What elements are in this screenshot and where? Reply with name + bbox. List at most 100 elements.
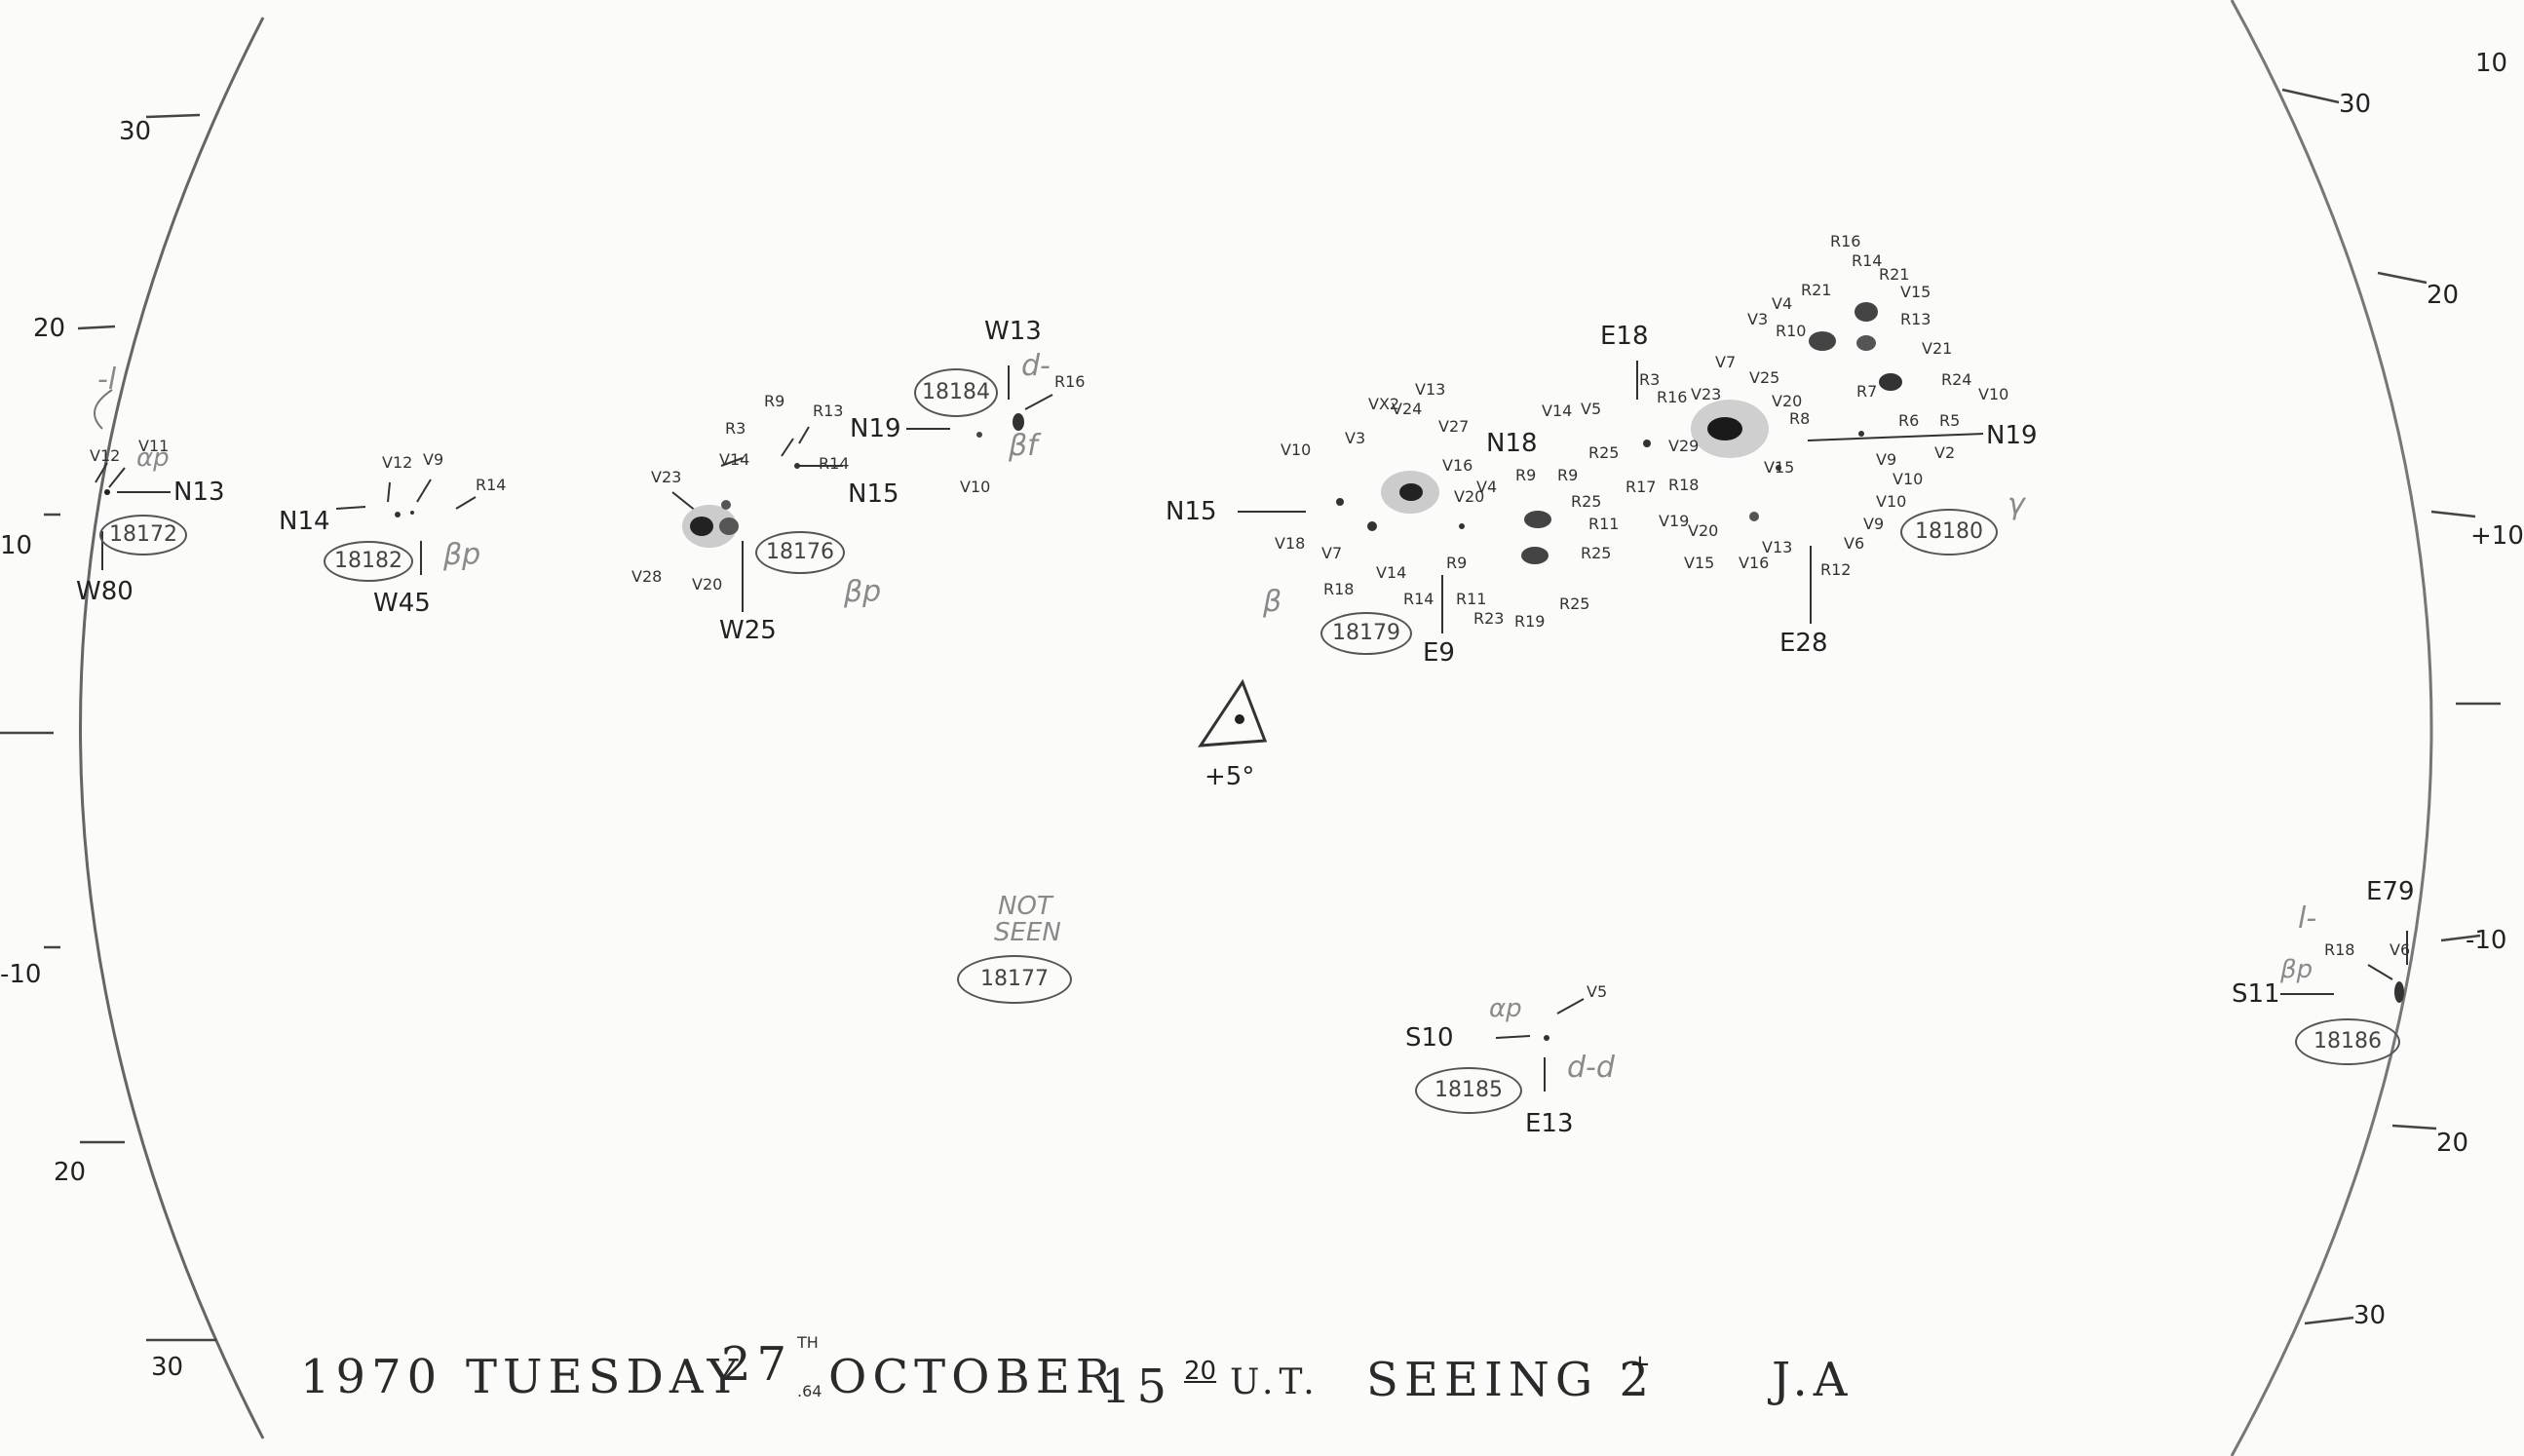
footer-day-suffix: TH [797, 1333, 819, 1352]
lat-label-20-left-south: 20 [54, 1158, 87, 1187]
region-18180-class: γ [2008, 487, 2025, 521]
spot-label: V12 [90, 446, 121, 465]
spot-label: R25 [1571, 492, 1602, 511]
region-18186-position: S11 [2232, 979, 2280, 1009]
spot-label: R14 [1403, 590, 1434, 608]
region-18185-position: S10 [1405, 1023, 1454, 1053]
region-18177-note-line1: NOT [998, 892, 1052, 921]
region-18184-position: N19 [850, 414, 901, 443]
region-18182-marks [335, 479, 477, 575]
spot-label: V6 [1844, 534, 1865, 553]
region-18184-longitude: W13 [984, 317, 1042, 346]
region-18185-longitude: E13 [1525, 1109, 1574, 1138]
spot-label: V14 [1376, 563, 1407, 582]
spot-label: V5 [1581, 400, 1602, 418]
spot-label: R6 [1898, 411, 1920, 430]
spot-label: R13 [1900, 310, 1931, 328]
region-18185-number: 18185 [1415, 1067, 1522, 1114]
lat-label-20-right-south: 20 [2436, 1129, 2469, 1158]
lat-label-minus10-right: -10 [2466, 926, 2507, 955]
lat-label-30-left-south: 30 [151, 1353, 184, 1382]
region-18176-number: 18176 [755, 531, 845, 574]
region-18182-longitude: W45 [373, 589, 431, 618]
spot-label: V15 [1764, 458, 1795, 477]
spot-label: V23 [1691, 385, 1722, 403]
spot-label: V20 [1772, 392, 1803, 410]
spot-label: R25 [1588, 443, 1620, 462]
lat-label-10-left: 10 [0, 531, 33, 560]
region-18172-class: αp [136, 443, 170, 473]
spot-label: V21 [1922, 339, 1953, 358]
region-18182-class: βp [443, 538, 481, 572]
spot-label: V5 [1587, 982, 1608, 1001]
spot-label: R11 [1456, 590, 1487, 608]
spot-label: R14 [1852, 251, 1883, 270]
spot-label: R17 [1625, 478, 1657, 496]
region-18186-longitude: E79 [2366, 877, 2415, 906]
left-latitude-ticks [0, 113, 216, 1342]
region-18180-marks [1636, 361, 1984, 624]
spot-label: V10 [1281, 441, 1312, 459]
spot-label: V2 [1934, 443, 1956, 462]
spot-label: R12 [1820, 560, 1852, 579]
spot-label: V16 [1739, 554, 1770, 572]
region-18186-marks [2280, 931, 2408, 995]
region-18185-marks [1495, 998, 1585, 1092]
spot-label: V10 [1876, 492, 1907, 511]
region-18184-class: βf [1009, 429, 1038, 463]
spot-label: V23 [651, 468, 682, 486]
spot-label: V15 [1684, 554, 1715, 572]
spot-label: V15 [1900, 283, 1931, 301]
spot-label: R8 [1789, 409, 1811, 428]
spot-label: R3 [725, 419, 746, 438]
spot-label: V3 [1747, 310, 1769, 328]
spot-label: V10 [960, 478, 991, 496]
spot-label: R9 [1515, 466, 1537, 484]
region-18179-number: 18179 [1320, 612, 1412, 655]
spot-label: R21 [1801, 281, 1832, 299]
lat-label-20-left: 20 [33, 314, 66, 343]
region-18176-class: βp [844, 575, 882, 609]
region-18184-marks [906, 365, 1053, 430]
spot-label: V16 [1442, 456, 1473, 475]
spot-label: R25 [1559, 594, 1590, 613]
spot-label: V7 [1321, 544, 1343, 562]
spot-label: V20 [1688, 521, 1719, 540]
spot-label: V18 [1275, 534, 1306, 553]
footer-ut: U.T. [1230, 1362, 1320, 1402]
edge-mark: 10 [2475, 49, 2508, 78]
right-latitude-ticks [2281, 88, 2501, 1325]
lat-label-30-left: 30 [119, 117, 152, 146]
left-limb-arc [79, 17, 265, 1439]
region-18180-extra-position: N18 [1486, 429, 1538, 458]
spot-label: R13 [813, 402, 844, 420]
region-18180-position: N19 [1986, 421, 2038, 450]
region-18179-class: β [1263, 585, 1282, 619]
region-18172-longitude: W80 [76, 577, 134, 606]
spot-label: V4 [1476, 478, 1498, 496]
spot-label: R18 [1668, 476, 1700, 494]
spot-label: V24 [1392, 400, 1423, 418]
region-18172-number: 18172 [99, 515, 187, 556]
footer-observer: J.A [1772, 1353, 1854, 1407]
spot-label: V27 [1438, 417, 1470, 436]
footer-hour: 15 [1101, 1360, 1173, 1414]
spot-label: R10 [1776, 322, 1807, 340]
spot-label: V4 [1772, 294, 1793, 313]
region-18172-marks [94, 389, 171, 570]
spot-label: V14 [719, 450, 750, 469]
region-18186-mag: l- [2298, 901, 2317, 936]
spot-label: R3 [1639, 370, 1661, 389]
spot-label: R24 [1941, 370, 1972, 389]
spot-label: V12 [382, 453, 413, 472]
spot-label: R16 [1830, 232, 1861, 250]
region-18180-extra-longitude: E18 [1600, 322, 1649, 351]
spot-label: R9 [1557, 466, 1579, 484]
footer-weekday: TUESDAY [466, 1350, 745, 1404]
spot-label: V25 [1749, 368, 1780, 387]
spot-label: V20 [692, 575, 723, 594]
spot-label: V3 [1345, 429, 1366, 447]
spot-label: R25 [1581, 544, 1612, 562]
centre-marker-triangle [1198, 678, 1268, 747]
